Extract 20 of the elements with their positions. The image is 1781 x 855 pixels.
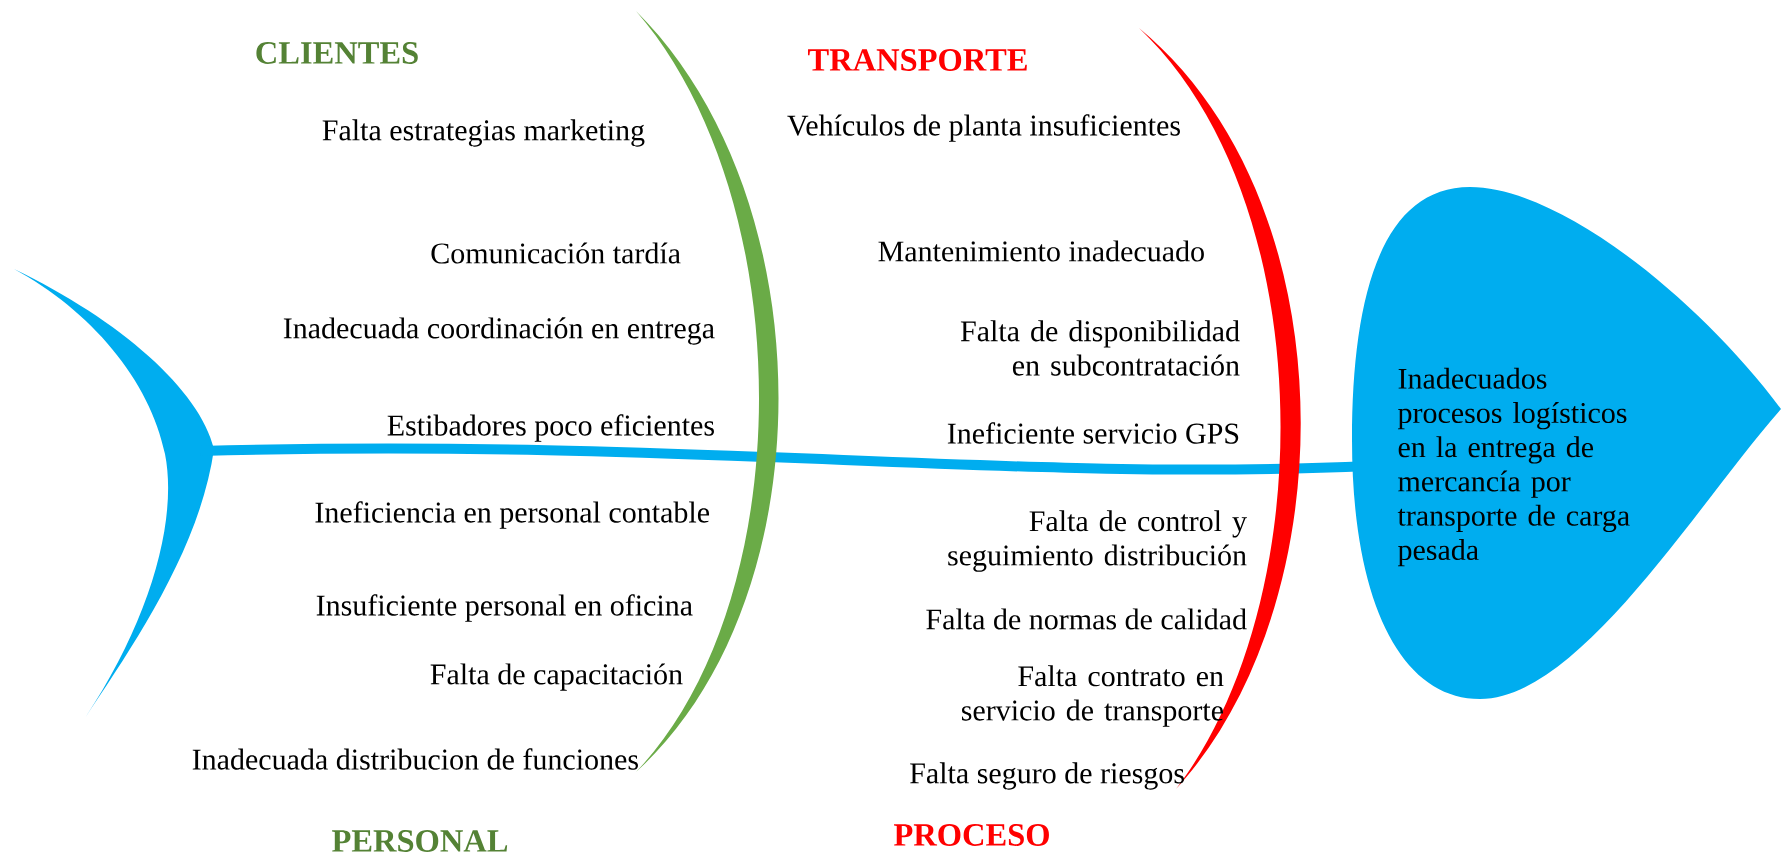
cause-label: Inadecuada coordinación en entrega [283,317,715,345]
cause-label: Falta de capacitación [430,663,683,691]
cause-label: Falta seguro de riesgos [910,762,1184,790]
category-label: TRANSPORTE [808,49,1027,71]
cause-label: Ineficiencia en personal contable [315,501,710,529]
cause-label: Inadecuada distribucion de funciones [192,748,638,770]
cause-label: Falta estrategias marketing [322,119,645,147]
cause-label: Insuficiente personal en oficina [316,594,693,622]
cause-label: Falta de control y seguimiento distribución [948,510,1247,572]
category-label: CLIENTES [256,42,418,64]
cause-label: Ineficiente servicio GPS [947,422,1239,444]
cause-label: Comunicación tardía [431,242,681,264]
cause-label: Falta de disponibilidad en subcontratación [960,320,1240,376]
category-label: PERSONAL [332,830,508,852]
cause-label: Mantenimiento inadecuado [878,240,1204,262]
cause-label: Vehículos de planta insuficientes [787,114,1180,142]
fish-head: Inadecuados procesos logísticos en la entrega de mercancía por transporte de carga pesada [1352,187,1781,699]
cause-label: Estibadores poco eficientes [387,414,714,442]
cause-label: Falta de normas de calidad [926,608,1247,630]
category-label: PROCESO [894,824,1049,846]
